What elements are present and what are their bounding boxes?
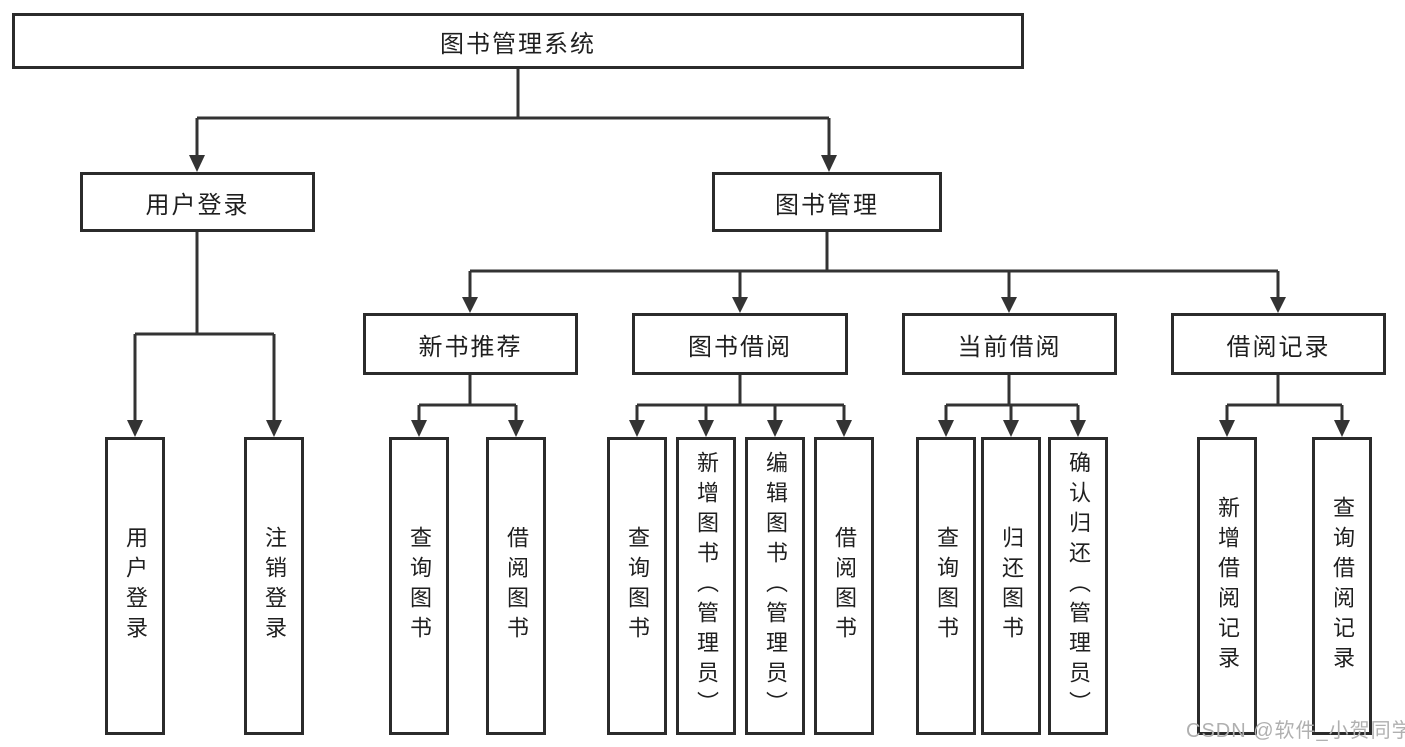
- leaf-return-books: 归还图书: [981, 437, 1041, 735]
- node-user-login: 用户登录: [80, 172, 315, 232]
- leaf-query-borrow-record: 查询借阅记录: [1312, 437, 1372, 735]
- leaf-query-books-current: 查询图书: [916, 437, 976, 735]
- leaf-add-books-admin: 新增图书（管理员）: [676, 437, 736, 735]
- leaf-add-borrow-record: 新增借阅记录: [1197, 437, 1257, 735]
- csdn-watermark: CSDN @软件_小贺同学: [1186, 720, 1405, 742]
- node-library-management-system: 图书管理系统: [12, 13, 1024, 69]
- node-borrowing-records: 借阅记录: [1171, 313, 1386, 375]
- leaf-user-login: 用户登录: [105, 437, 165, 735]
- node-current-borrowing: 当前借阅: [902, 313, 1117, 375]
- leaf-query-books-borrowing: 查询图书: [607, 437, 667, 735]
- leaf-confirm-return-admin: 确认归还（管理员）: [1048, 437, 1108, 735]
- node-book-management: 图书管理: [712, 172, 942, 232]
- leaf-logout: 注销登录: [244, 437, 304, 735]
- node-new-book-recommend: 新书推荐: [363, 313, 578, 375]
- leaf-edit-books-admin: 编辑图书（管理员）: [745, 437, 805, 735]
- leaf-query-books-recommend: 查询图书: [389, 437, 449, 735]
- leaf-borrow-books-recommend: 借阅图书: [486, 437, 546, 735]
- leaf-borrow-books: 借阅图书: [814, 437, 874, 735]
- node-book-borrowing: 图书借阅: [632, 313, 848, 375]
